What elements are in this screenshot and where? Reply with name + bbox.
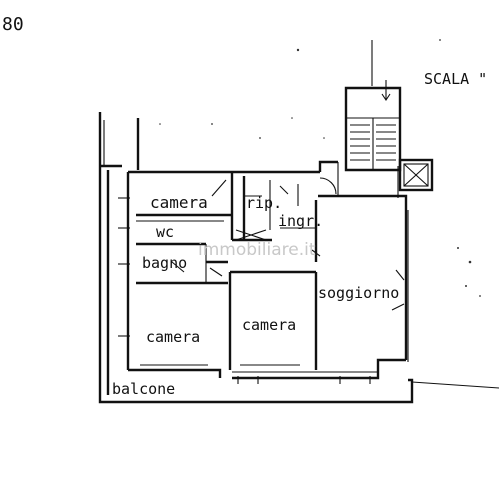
room-label-soggiorno: soggiorno [318, 284, 399, 302]
stair-label: SCALA " [424, 70, 487, 88]
stair-block [344, 80, 402, 172]
outer-walls [98, 40, 499, 404]
room-label-bagno: bagno [142, 254, 187, 272]
corner-text: 80 [2, 14, 24, 35]
elevator-shaft [398, 158, 434, 192]
room-label-wc: wc [156, 223, 174, 241]
watermark: immobiliare.it [198, 240, 316, 260]
room-label-balcone: balcone [112, 380, 175, 398]
room-label-camera-top: camera [150, 193, 208, 212]
room-label-camera-center: camera [242, 316, 296, 334]
interior-walls [136, 172, 378, 373]
room-label-rip: rip. [246, 194, 282, 212]
door-swings [118, 177, 405, 384]
room-label-ingr: ingr. [278, 212, 323, 230]
scan-specks [159, 39, 481, 297]
room-label-camera-left: camera [146, 328, 200, 346]
